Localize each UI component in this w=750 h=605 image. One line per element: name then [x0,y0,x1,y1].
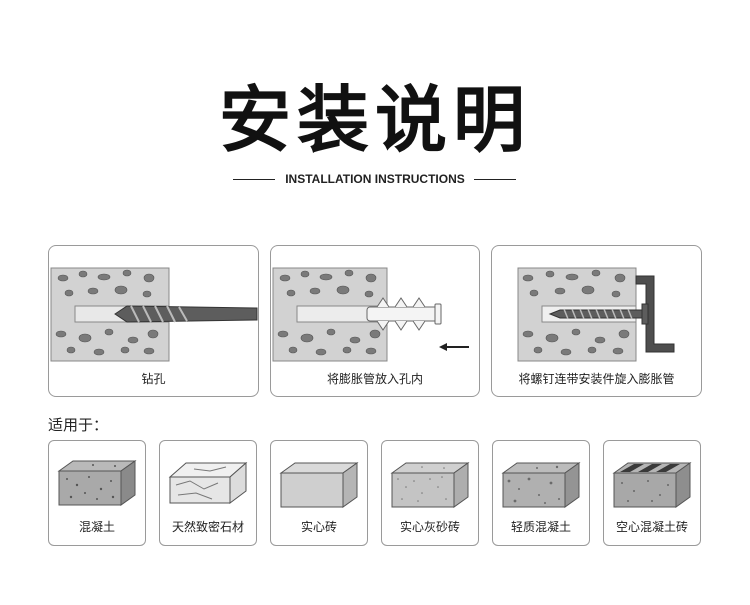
hollow-concrete-brick-icon [612,462,692,508]
material-label-concrete: 混凝土 [78,520,115,534]
solid-brick-icon [279,462,359,508]
material-label-lightweight-concrete: 轻质混凝土 [510,520,571,534]
step-drill-label: 钻孔 [141,372,166,386]
material-label-hollow-concrete-brick: 空心混凝土砖 [615,520,688,534]
concrete-aggregate [277,269,381,356]
step-screw-label: 将螺钉连带安装件旋入膨胀管 [518,372,675,386]
step-screw-card: 将螺钉连带安装件旋入膨胀管 [491,245,702,397]
screw-illustration [517,267,675,362]
subtitle-right-rule [474,179,516,180]
step-drill-card: 钻孔 [48,245,259,397]
material-card-solid-brick: 实心砖 [270,440,368,546]
lightweight-concrete-icon [501,462,581,508]
concrete-aggregate [55,269,159,356]
arrow-left-icon [439,343,469,351]
screw [548,303,649,325]
subtitle-left-rule [233,179,275,180]
material-label-natural-stone: 天然致密石材 [171,520,244,534]
subtitle-row: INSTALLATION INSTRUCTIONS [0,170,750,190]
expansion-anchor [366,297,442,331]
natural-stone-icon [168,461,248,504]
material-card-concrete: 混凝土 [48,440,146,546]
insert-anchor-illustration [272,267,469,362]
material-label-solid-brick: 实心砖 [300,520,337,534]
concrete-block-icon [57,460,137,506]
material-card-natural-stone: 天然致密石材 [159,440,257,546]
page-subtitle: INSTALLATION INSTRUCTIONS [285,172,465,186]
drill-illustration [50,267,258,362]
material-card-lightweight-concrete: 轻质混凝土 [492,440,590,546]
step-insert-anchor-label: 将膨胀管放入孔内 [326,372,423,386]
page-title: 安装说明 [218,78,531,162]
material-card-hollow-concrete-brick: 空心混凝土砖 [603,440,701,546]
applies-to-heading: 适用于： [48,416,109,434]
mounting-bracket [635,275,675,353]
step-insert-anchor-card: 将膨胀管放入孔内 [270,245,480,397]
drill-bit [114,305,258,323]
concrete-aggregate [522,269,630,356]
sand-lime-brick-icon [390,462,470,508]
material-label-sand-lime-brick: 实心灰砂砖 [399,520,460,534]
material-card-sand-lime-brick: 实心灰砂砖 [381,440,479,546]
